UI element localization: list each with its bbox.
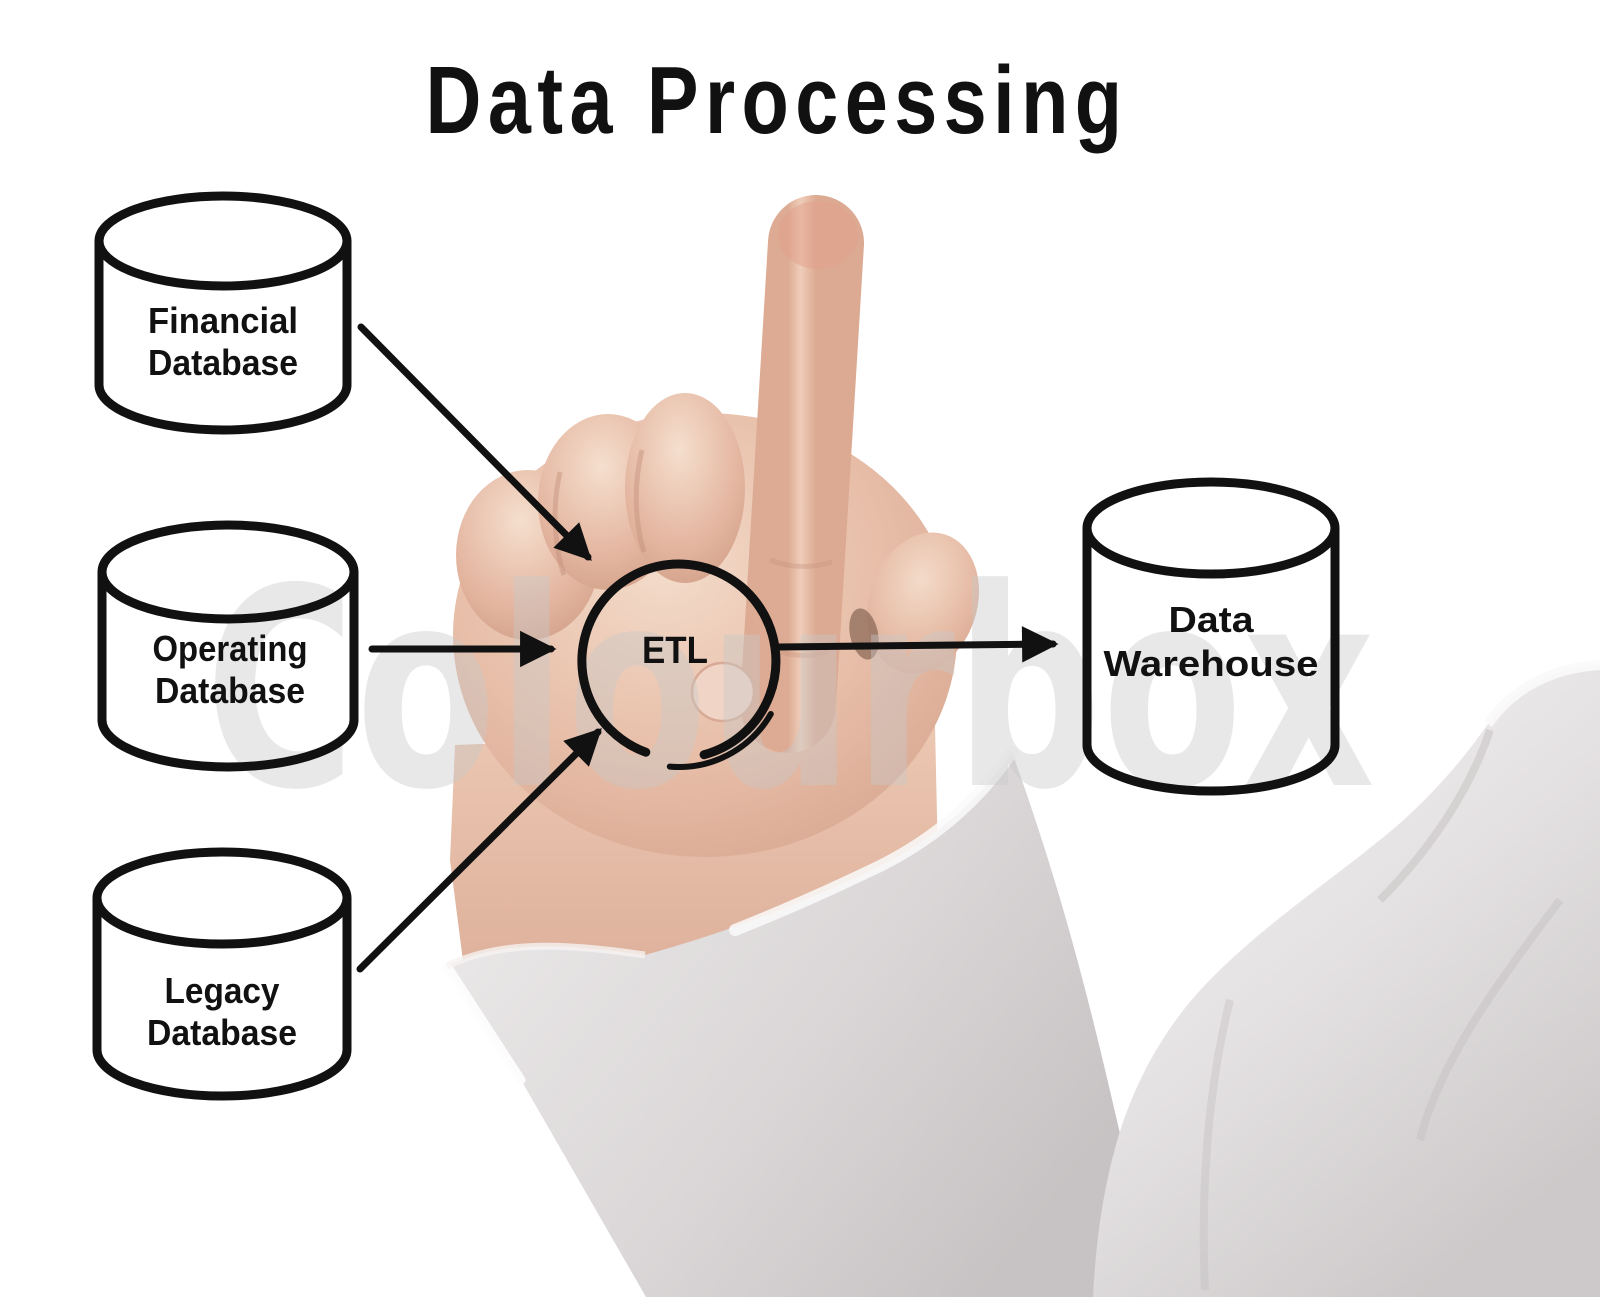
sleeve-top-highlight <box>1483 660 1600 727</box>
diagram-labels: Data Processing Financial Database Opera… <box>147 47 1319 1053</box>
cuff-highlight <box>442 961 526 1085</box>
watermark-text: Colourbox <box>205 530 1375 850</box>
knuckle-icon <box>625 393 745 583</box>
page-title: Data Processing <box>426 47 1129 154</box>
diagram-ink <box>92 191 1340 1101</box>
shirt-sleeve-photo <box>442 660 1600 1297</box>
operating-database-cylinder <box>97 520 359 772</box>
arrow-legacy-to-etl <box>356 728 602 973</box>
sleeve-fold-highlight <box>729 746 1018 936</box>
arrow-financial-to-etl <box>357 323 592 561</box>
arrow-etl-to-warehouse <box>775 626 1059 663</box>
data-warehouse-label-line1: Data <box>1169 599 1255 640</box>
etl-circle-overshoot <box>666 711 774 770</box>
sleeve-fold-shadow <box>1377 728 1494 903</box>
legacy-database-label-line2: Database <box>147 1012 297 1053</box>
sleeve-fold-shadow <box>1416 897 1564 1141</box>
financial-database-label-line2: Database <box>148 342 298 383</box>
financial-database-cylinder <box>94 191 352 435</box>
data-warehouse-label-line2: Warehouse <box>1104 643 1319 684</box>
operating-database-label-line2: Database <box>155 670 305 711</box>
legacy-database-cylinder <box>92 847 352 1101</box>
sleeve-forearm <box>447 752 1150 1297</box>
thumb <box>867 532 979 674</box>
financial-database-label-line1: Financial <box>148 300 298 341</box>
finger-crease <box>769 557 833 570</box>
fingernail <box>690 661 756 723</box>
etl-circle <box>577 559 781 760</box>
cuff-top-highlight <box>445 942 646 970</box>
knuckle-crease <box>633 449 647 553</box>
legacy-database-label-line1: Legacy <box>165 970 280 1011</box>
fingertip-blush <box>778 201 858 269</box>
data-warehouse-cylinder <box>1082 477 1340 796</box>
etl-label: ETL <box>642 630 708 672</box>
index-finger <box>740 195 864 753</box>
sleeve-fold-shadow <box>1199 999 1234 1291</box>
operating-database-label-line1: Operating <box>153 628 308 669</box>
sleeve-upper-arm <box>1093 665 1600 1297</box>
